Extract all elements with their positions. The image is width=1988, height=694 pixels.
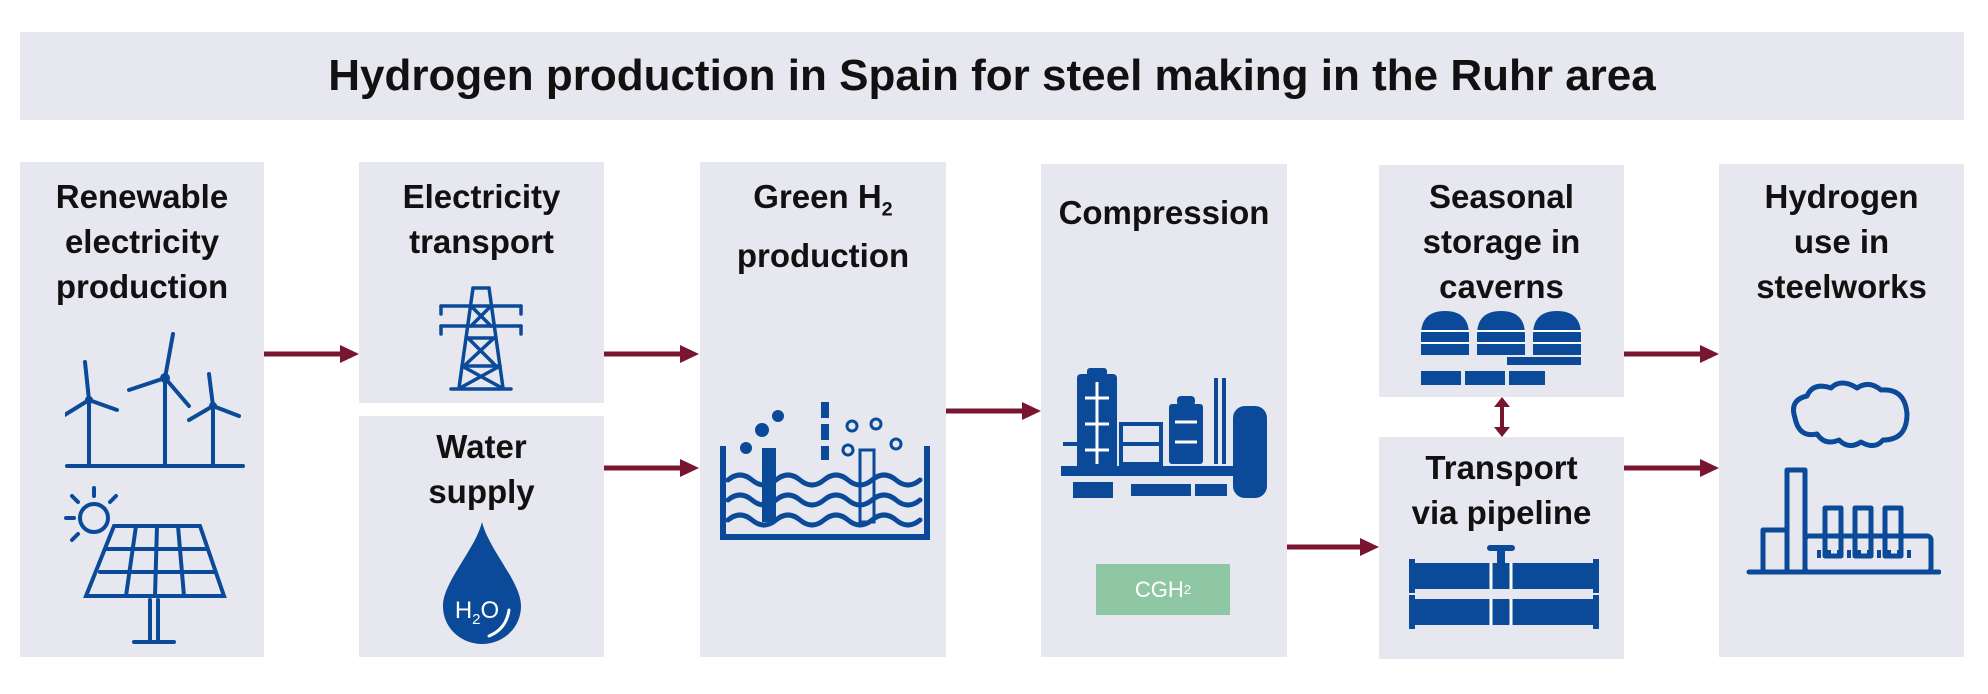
h2o-label-o: O	[481, 597, 500, 624]
step-pipeline-transport: Transport via pipeline	[1379, 437, 1624, 659]
step-electricity-transport: Electricity transport	[359, 162, 604, 403]
label-line: Seasonal	[1429, 178, 1574, 215]
step-green-h2-label: Green H2 production	[700, 174, 946, 278]
label-line: Renewable	[55, 178, 229, 215]
pipeline-icon	[1409, 545, 1599, 629]
label-line: storage in	[1422, 223, 1581, 260]
step-pipeline-label: Transport via pipeline	[1379, 445, 1624, 535]
label-line: production	[736, 236, 910, 274]
label-line: supply	[428, 473, 535, 510]
label-line: Hydrogen	[1764, 178, 1919, 215]
cgh2-label: CGH	[1134, 576, 1184, 602]
step-renewable-electricity: Renewable electricity production	[20, 162, 264, 657]
solar-panel-icon	[64, 486, 227, 644]
label-line: production	[55, 268, 229, 305]
step-electricity-transport-label: Electricity transport	[359, 174, 604, 264]
arrow-water-to-h2	[604, 459, 699, 477]
step-steelworks: Hydrogen use in steelworks	[1719, 164, 1964, 657]
step-seasonal-storage-label: Seasonal storage in caverns	[1379, 174, 1624, 309]
arrow-electricity-to-h2	[604, 345, 699, 363]
step-renewable-label: Renewable electricity production	[20, 174, 264, 309]
step-compression-label: Compression	[1041, 190, 1287, 235]
label-line: via pipeline	[1411, 494, 1592, 531]
label-line: transport	[409, 223, 554, 260]
label-line: Green H	[753, 178, 882, 215]
svg-text:H2O: H2O	[455, 597, 499, 628]
label-line: electricity	[64, 223, 220, 260]
label-line: Water	[436, 428, 527, 465]
compression-plant-icon	[1061, 368, 1267, 498]
arrow-compression-to-pipeline	[1287, 538, 1379, 556]
cgh2-subscript: 2	[1183, 582, 1192, 597]
label-line: steelworks	[1756, 268, 1927, 305]
label-line: Transport	[1425, 449, 1578, 486]
page-title: Hydrogen production in Spain for steel m…	[328, 51, 1656, 100]
power-pylon-icon	[439, 286, 523, 391]
electrolyzer-icon	[720, 402, 930, 540]
label-line: Electricity	[402, 178, 561, 215]
water-drop-icon: H2O	[443, 522, 521, 644]
step-green-h2-production: Green H2 production	[700, 162, 946, 657]
label-subscript: 2	[881, 198, 893, 221]
label-line: use in	[1793, 223, 1890, 260]
step-water-supply: Water supply H2O	[359, 416, 604, 657]
arrow-storage-to-steelworks	[1624, 345, 1719, 363]
cavern-storage-icon	[1421, 311, 1581, 385]
arrow-h2-to-compression	[946, 402, 1041, 420]
label-line: Compression	[1058, 194, 1270, 231]
step-water-supply-label: Water supply	[359, 424, 604, 514]
title-bar: Hydrogen production in Spain for steel m…	[20, 32, 1964, 120]
h2o-label-h: H	[455, 597, 472, 624]
steelworks-factory-icon	[1746, 380, 1941, 575]
step-steelworks-label: Hydrogen use in steelworks	[1719, 174, 1964, 309]
step-seasonal-storage: Seasonal storage in caverns	[1379, 165, 1624, 397]
arrow-storage-pipeline-bidirectional	[1494, 397, 1510, 437]
label-line: caverns	[1439, 268, 1564, 305]
arrow-renewable-to-electricity	[264, 345, 359, 363]
h2o-label-sub: 2	[472, 611, 480, 628]
arrow-pipeline-to-steelworks	[1624, 459, 1719, 477]
wind-turbines-icon	[65, 332, 245, 468]
